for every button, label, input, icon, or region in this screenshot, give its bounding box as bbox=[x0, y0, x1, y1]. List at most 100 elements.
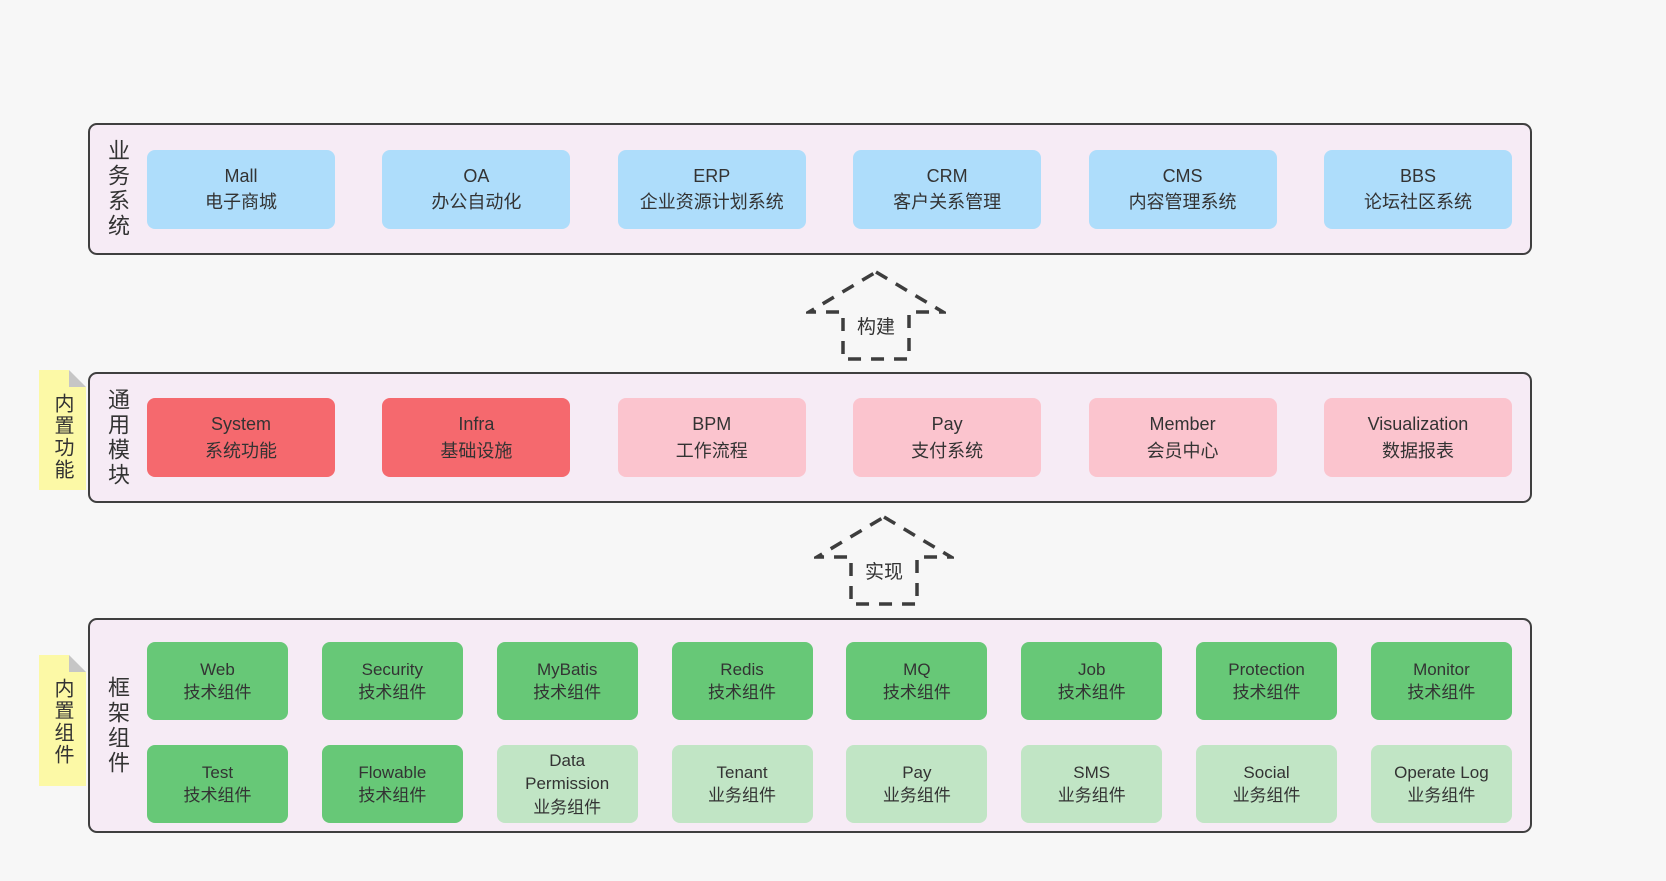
box-sms: SMS 业务组件 bbox=[1021, 745, 1163, 823]
module-box-title: OA bbox=[463, 165, 490, 186]
module-box-title: Visualization bbox=[1367, 414, 1469, 435]
box-visualization: Visualization 数据报表 bbox=[1323, 398, 1512, 477]
module-box-title: Test bbox=[201, 762, 234, 782]
module-box-title: Data Permission bbox=[525, 750, 610, 794]
box-protection: Protection 技术组件 bbox=[1196, 642, 1338, 720]
box-pay: Pay 支付系统 bbox=[853, 398, 1042, 477]
module-box-title: Social bbox=[1243, 762, 1290, 782]
box-member: Member 会员中心 bbox=[1088, 398, 1277, 477]
band-boxes: Mall 电子商城 OA 办公自动化 ERP 企业资源计划系统 CRM 客户关系… bbox=[147, 125, 1512, 253]
up-arrow-icon bbox=[806, 270, 946, 361]
box-flowable: Flowable 技术组件 bbox=[321, 745, 463, 823]
box-job: Job 技术组件 bbox=[1021, 642, 1163, 720]
module-box-subtitle: 业务组件 bbox=[1057, 786, 1126, 805]
box-data-permission: Data Permission 业务组件 bbox=[496, 745, 638, 823]
module-box-title: Member bbox=[1149, 414, 1216, 435]
box-system: System 系统功能 bbox=[147, 398, 335, 477]
module-row: Web 技术组件 Security 技术组件 MyBatis 技术组件 Redi… bbox=[147, 642, 1512, 720]
band-common-modules: 通用模块 System 系统功能 Infra 基础设施 BPM 工作流程 Pay… bbox=[88, 372, 1532, 503]
module-box-subtitle: 会员中心 bbox=[1146, 440, 1219, 461]
sticky-note-text: 内置组件 bbox=[51, 678, 73, 766]
arrow-label: 实现 bbox=[860, 556, 908, 585]
box-oa: OA 办公自动化 bbox=[382, 149, 571, 229]
module-box-title: MyBatis bbox=[536, 659, 598, 679]
band-framework-components: 框架组件 Web 技术组件 Security 技术组件 MyBatis 技术组件… bbox=[88, 618, 1532, 833]
band-boxes: Web 技术组件 Security 技术组件 MyBatis 技术组件 Redi… bbox=[147, 642, 1512, 823]
module-box-title: Infra bbox=[458, 414, 495, 435]
module-box-subtitle: 内容管理系统 bbox=[1128, 192, 1237, 212]
box-monitor: Monitor 技术组件 bbox=[1370, 642, 1512, 720]
box-erp: ERP 企业资源计划系统 bbox=[617, 149, 806, 229]
module-box-subtitle: 技术组件 bbox=[1057, 683, 1126, 702]
module-box-subtitle: 技术组件 bbox=[708, 683, 777, 702]
module-box-subtitle: 基础设施 bbox=[440, 440, 513, 461]
module-box-subtitle: 技术组件 bbox=[358, 683, 427, 702]
module-box-title: SMS bbox=[1073, 762, 1111, 782]
box-web: Web 技术组件 bbox=[147, 642, 288, 720]
sticky-note-text: 内置功能 bbox=[51, 393, 73, 481]
module-box-subtitle: 业务组件 bbox=[882, 786, 951, 805]
module-box-title: Operate Log bbox=[1394, 762, 1489, 782]
module-box-subtitle: 技术组件 bbox=[1232, 683, 1301, 702]
module-box-subtitle: 技术组件 bbox=[533, 683, 602, 702]
module-box-title: Protection bbox=[1228, 659, 1305, 679]
module-box-title: CMS bbox=[1162, 165, 1203, 186]
module-box-subtitle: 业务组件 bbox=[708, 786, 777, 805]
module-box-subtitle: 电子商城 bbox=[205, 192, 277, 212]
up-arrow-icon bbox=[814, 515, 954, 606]
module-box-subtitle: 工作流程 bbox=[675, 440, 748, 461]
box-test: Test 技术组件 bbox=[147, 745, 288, 823]
box-bbs: BBS 论坛社区系统 bbox=[1323, 149, 1512, 229]
dashed-up-arrow-implement: 实现 bbox=[814, 515, 954, 607]
module-box-title: Pay bbox=[931, 414, 963, 435]
box-redis: Redis 技术组件 bbox=[671, 642, 813, 720]
module-box-subtitle: 技术组件 bbox=[882, 683, 951, 702]
box-tenant: Tenant 业务组件 bbox=[671, 745, 813, 823]
module-box-subtitle: 客户关系管理 bbox=[893, 192, 1002, 212]
module-box-title: Tenant bbox=[716, 762, 768, 782]
module-box-subtitle: 技术组件 bbox=[358, 786, 427, 805]
box-social: Social 业务组件 bbox=[1196, 745, 1338, 823]
module-box-title: System bbox=[210, 414, 271, 435]
module-box-subtitle: 论坛社区系统 bbox=[1363, 192, 1472, 212]
box-mybatis: MyBatis 技术组件 bbox=[496, 642, 638, 720]
band-boxes: System 系统功能 Infra 基础设施 BPM 工作流程 Pay 支付系统… bbox=[147, 374, 1512, 501]
module-box-subtitle: 业务组件 bbox=[533, 797, 602, 817]
module-box-title: Mall bbox=[224, 165, 258, 186]
module-box-title: Web bbox=[200, 659, 235, 679]
module-box-title: ERP bbox=[693, 165, 731, 186]
dashed-up-arrow-build: 构建 bbox=[806, 270, 946, 362]
module-box-title: Redis bbox=[720, 659, 764, 679]
box-operate-log: Operate Log 业务组件 bbox=[1370, 745, 1512, 823]
module-box-title: Security bbox=[361, 659, 424, 679]
sticky-note-built-in-features: 内置功能 bbox=[39, 370, 86, 490]
box-mall: Mall 电子商城 bbox=[147, 149, 335, 229]
module-box-title: Job bbox=[1078, 659, 1106, 679]
module-box-title: BBS bbox=[1399, 165, 1436, 186]
module-box-subtitle: 技术组件 bbox=[1407, 683, 1476, 702]
module-box-subtitle: 业务组件 bbox=[1232, 786, 1301, 805]
module-box-title: CRM bbox=[926, 165, 968, 186]
module-box-title: Monitor bbox=[1413, 659, 1470, 679]
band-label: 通用模块 bbox=[105, 387, 130, 488]
module-box-subtitle: 技术组件 bbox=[183, 786, 252, 805]
band-label: 框架组件 bbox=[105, 675, 130, 776]
module-box-subtitle: 业务组件 bbox=[1407, 786, 1476, 805]
box-infra: Infra 基础设施 bbox=[382, 398, 571, 477]
band-business-systems: 业务系统 Mall 电子商城 OA 办公自动化 ERP 企业资源计划系统 CRM… bbox=[88, 123, 1532, 255]
module-box-title: Flowable bbox=[358, 762, 427, 782]
module-box-title: Pay bbox=[902, 762, 932, 782]
module-row: Mall 电子商城 OA 办公自动化 ERP 企业资源计划系统 CRM 客户关系… bbox=[147, 149, 1512, 229]
module-box-subtitle: 技术组件 bbox=[183, 683, 252, 702]
module-box-subtitle: 支付系统 bbox=[911, 440, 984, 461]
box-crm: CRM 客户关系管理 bbox=[853, 149, 1042, 229]
band-label: 业务系统 bbox=[105, 139, 130, 239]
box-bpm: BPM 工作流程 bbox=[617, 398, 806, 477]
box-security: Security 技术组件 bbox=[321, 642, 463, 720]
module-box-subtitle: 办公自动化 bbox=[431, 192, 522, 212]
module-box-title: BPM bbox=[692, 414, 732, 435]
module-row: Test 技术组件 Flowable 技术组件 Data Permission … bbox=[147, 745, 1512, 823]
box-cms: CMS 内容管理系统 bbox=[1088, 149, 1277, 229]
module-row: System 系统功能 Infra 基础设施 BPM 工作流程 Pay 支付系统… bbox=[147, 398, 1512, 477]
